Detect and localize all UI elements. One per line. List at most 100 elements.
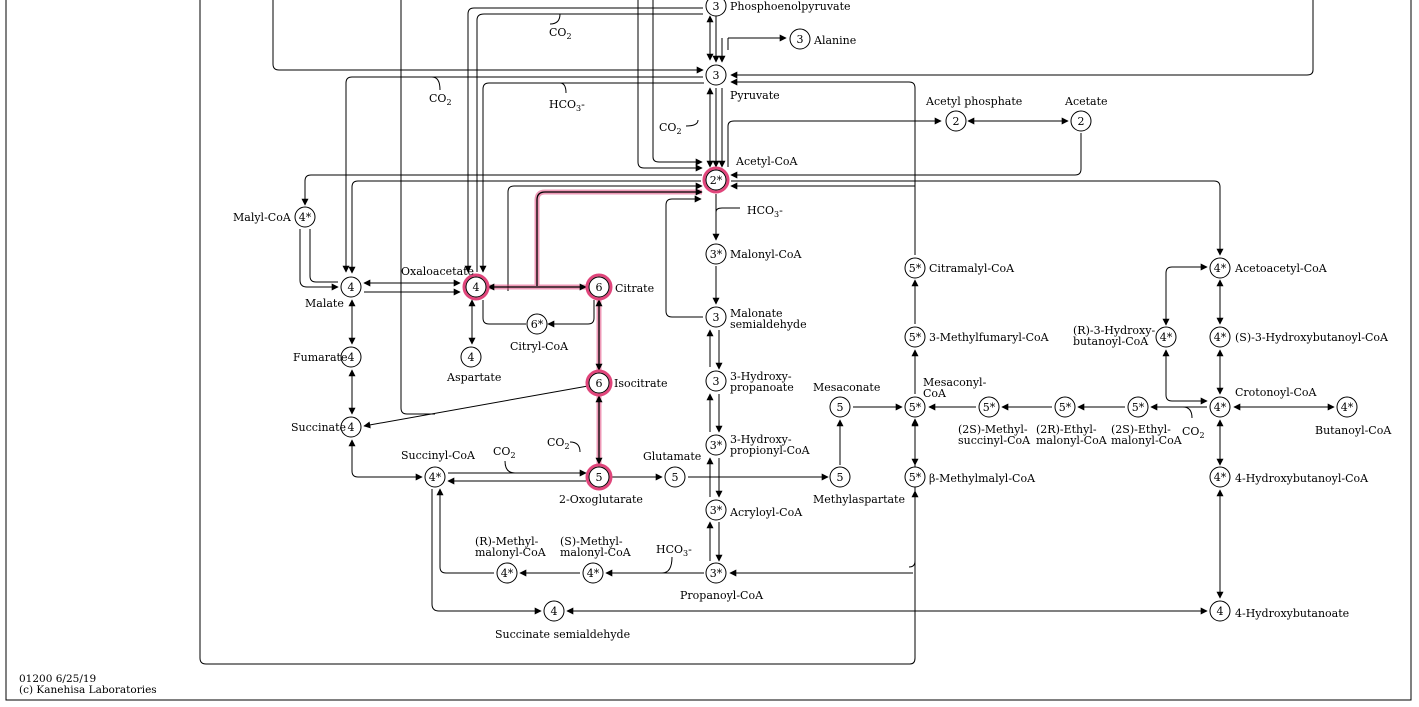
label-succinate[interactable]: Succinate (291, 421, 346, 434)
label-aspartate[interactable]: Aspartate (446, 371, 501, 384)
label-3-hydroxypropionyl-coa-1[interactable]: 3-Hydroxy- (730, 433, 792, 446)
label-2s-methylsuccinyl-coa-2[interactable]: succinyl-CoA (958, 434, 1031, 447)
node-alanine[interactable]: 3 (789, 28, 811, 50)
node-acetate[interactable]: 2 (1070, 110, 1092, 132)
label-citramalyl-coa[interactable]: Citramalyl-CoA (929, 262, 1015, 275)
label-phosphoenolpyruvate[interactable]: Phosphoenolpyruvate (730, 0, 851, 13)
node-acryloyl-coa[interactable]: 3* (705, 499, 727, 521)
label-citryl-coa[interactable]: Citryl-CoA (510, 340, 569, 353)
label-3-hydroxypropanoate-1[interactable]: 3-Hydroxy- (730, 370, 792, 383)
label-succinate-semialdehyde[interactable]: Succinate semialdehyde (495, 628, 630, 641)
node-isocitrate[interactable]: 6 (585, 369, 613, 397)
node-acetyl-coa[interactable]: 2* (702, 166, 730, 194)
label-oxaloacetate[interactable]: Oxaloacetate (401, 265, 474, 278)
label-mesaconate[interactable]: Mesaconate (813, 381, 880, 394)
node-4-hydroxybutanoate[interactable]: 4 (1209, 600, 1231, 622)
node-s-methylmalonyl-coa[interactable]: 4* (582, 562, 604, 584)
node-malonyl-coa[interactable]: 3* (705, 243, 727, 265)
node-methylfumaryl-coa[interactable]: 5* (904, 326, 926, 348)
label-2r-ethylmalonyl-coa-2[interactable]: malonyl-CoA (1036, 434, 1108, 447)
label-4-hydroxybutanoate[interactable]: 4-Hydroxybutanoate (1235, 607, 1349, 620)
node-2-oxoglutarate[interactable]: 5 (585, 463, 613, 491)
node-4-hydroxybutanoyl-coa[interactable]: 4* (1209, 466, 1231, 488)
label-s-methylmalonyl-coa-2[interactable]: malonyl-CoA (560, 546, 632, 559)
node-propanoyl-coa[interactable]: 3* (705, 562, 727, 584)
label-2-oxoglutarate[interactable]: 2-Oxoglutarate (559, 493, 643, 506)
label-acryloyl-coa[interactable]: Acryloyl-CoA (729, 506, 803, 519)
node-3-hydroxypropanoate[interactable]: 3 (705, 370, 727, 392)
node-glutamate[interactable]: 5 (664, 466, 686, 488)
label-malate[interactable]: Malate (305, 297, 344, 310)
node-r3-hydroxybutanoyl-coa[interactable]: 4* (1155, 326, 1177, 348)
node-citrate[interactable]: 6 (585, 273, 613, 301)
label-mesaconyl-coa-1[interactable]: Mesaconyl- (923, 376, 987, 389)
label-2s-methylsuccinyl-coa-1[interactable]: (2S)-Methyl- (958, 423, 1028, 436)
node-mesaconyl-coa[interactable]: 5* (904, 396, 926, 418)
node-crotonoyl-coa[interactable]: 4* (1209, 396, 1231, 418)
label-2s-ethylmalonyl-coa-1[interactable]: (2S)-Ethyl- (1111, 423, 1171, 436)
label-mesaconyl-coa-2[interactable]: CoA (923, 387, 947, 400)
node-s3-hydroxybutanoyl-coa[interactable]: 4* (1209, 326, 1231, 348)
node-pep[interactable]: 3 (705, 0, 727, 17)
label-2r-ethylmalonyl-coa-1[interactable]: (2R)-Ethyl- (1036, 423, 1097, 436)
label-beta-methylmalyl-coa[interactable]: β-Methylmalyl-CoA (929, 472, 1036, 485)
label-3-hydroxypropanoate-2[interactable]: propanoate (730, 381, 794, 394)
node-succinate-semialdehyde[interactable]: 4 (543, 600, 565, 622)
node-3-hydroxypropionyl-coa[interactable]: 3* (705, 434, 727, 456)
label-s-methylmalonyl-coa-1[interactable]: (S)-Methyl- (560, 535, 623, 548)
edge (348, 439, 423, 481)
node-2s-ethylmalonyl-coa[interactable]: 5* (1127, 396, 1149, 418)
label-crotonoyl-coa[interactable]: Crotonoyl-CoA (1235, 386, 1318, 399)
label-s3-hydroxybutanoyl-coa[interactable]: (S)-3-Hydroxybutanoyl-CoA (1235, 331, 1389, 344)
node-acetoacetyl-coa[interactable]: 4* (1209, 257, 1231, 279)
svg-text:3*: 3* (710, 439, 723, 452)
node-fumarate[interactable]: 4 (340, 346, 362, 368)
label-acetoacetyl-coa[interactable]: Acetoacetyl-CoA (1234, 262, 1328, 275)
label-r-methylmalonyl-coa-1[interactable]: (R)-Methyl- (475, 535, 539, 548)
label-malonate-semialdehyde-1[interactable]: Malonate (730, 307, 783, 320)
label-acetyl-coa[interactable]: Acetyl-CoA (735, 155, 799, 168)
node-malate[interactable]: 4 (340, 276, 362, 298)
label-glutamate[interactable]: Glutamate (643, 450, 701, 463)
node-succinate[interactable]: 4 (340, 416, 362, 438)
label-alanine[interactable]: Alanine (813, 34, 856, 47)
node-aspartate[interactable]: 4 (460, 346, 482, 368)
label-malonyl-coa[interactable]: Malonyl-CoA (730, 248, 803, 261)
label-isocitrate[interactable]: Isocitrate (614, 377, 667, 390)
label-fumarate[interactable]: Fumarate (293, 351, 347, 364)
node-r-methylmalonyl-coa[interactable]: 4* (496, 562, 518, 584)
node-oxaloacetate[interactable]: 4 (462, 273, 490, 301)
label-r3-hydroxybutanoyl-coa-2[interactable]: butanoyl-CoA (1073, 335, 1149, 348)
label-2s-ethylmalonyl-coa-2[interactable]: malonyl-CoA (1111, 434, 1183, 447)
node-malonate-semialdehyde[interactable]: 3 (705, 306, 727, 328)
label-methylfumaryl-coa[interactable]: 3-Methylfumaryl-CoA (929, 331, 1050, 344)
label-acetyl-phosphate[interactable]: Acetyl phosphate (925, 95, 1022, 108)
label-propanoyl-coa[interactable]: Propanoyl-CoA (680, 589, 764, 602)
node-2r-ethylmalonyl-coa[interactable]: 5* (1054, 396, 1076, 418)
node-butanoyl-coa[interactable]: 4* (1336, 396, 1358, 418)
edge (464, 7, 703, 273)
label-4-hydroxybutanoyl-coa[interactable]: 4-Hydroxybutanoyl-CoA (1235, 472, 1369, 485)
label-succinyl-coa[interactable]: Succinyl-CoA (401, 449, 476, 462)
node-malyl-coa[interactable]: 4* (294, 206, 316, 228)
label-malonate-semialdehyde-2[interactable]: semialdehyde (730, 318, 807, 331)
node-pyruvate[interactable]: 3 (705, 64, 727, 86)
label-acetate[interactable]: Acetate (1064, 95, 1108, 108)
label-methylaspartate[interactable]: Methylaspartate (813, 493, 905, 506)
label-r-methylmalonyl-coa-2[interactable]: malonyl-CoA (475, 546, 547, 559)
label-pyruvate[interactable]: Pyruvate (730, 89, 780, 102)
node-mesaconate[interactable]: 5 (829, 396, 851, 418)
node-beta-methylmalyl-coa[interactable]: 5* (904, 466, 926, 488)
node-methylaspartate[interactable]: 5 (829, 466, 851, 488)
label-butanoyl-coa[interactable]: Butanoyl-CoA (1315, 424, 1392, 437)
node-citramalyl-coa[interactable]: 5* (904, 257, 926, 279)
node-citryl-coa[interactable]: 6* (526, 313, 548, 335)
label-citrate[interactable]: Citrate (615, 282, 654, 295)
label-r3-hydroxybutanoyl-coa-1[interactable]: (R)-3-Hydroxy- (1073, 324, 1155, 337)
node-succinyl-coa[interactable]: 4* (424, 466, 446, 488)
node-acetyl-phosphate[interactable]: 2 (945, 110, 967, 132)
label-malyl-coa[interactable]: Malyl-CoA (233, 211, 292, 224)
label-3-hydroxypropionyl-coa-2[interactable]: propionyl-CoA (730, 444, 811, 457)
edge (199, 0, 919, 665)
node-2s-methylsuccinyl-coa[interactable]: 5* (978, 396, 1000, 418)
